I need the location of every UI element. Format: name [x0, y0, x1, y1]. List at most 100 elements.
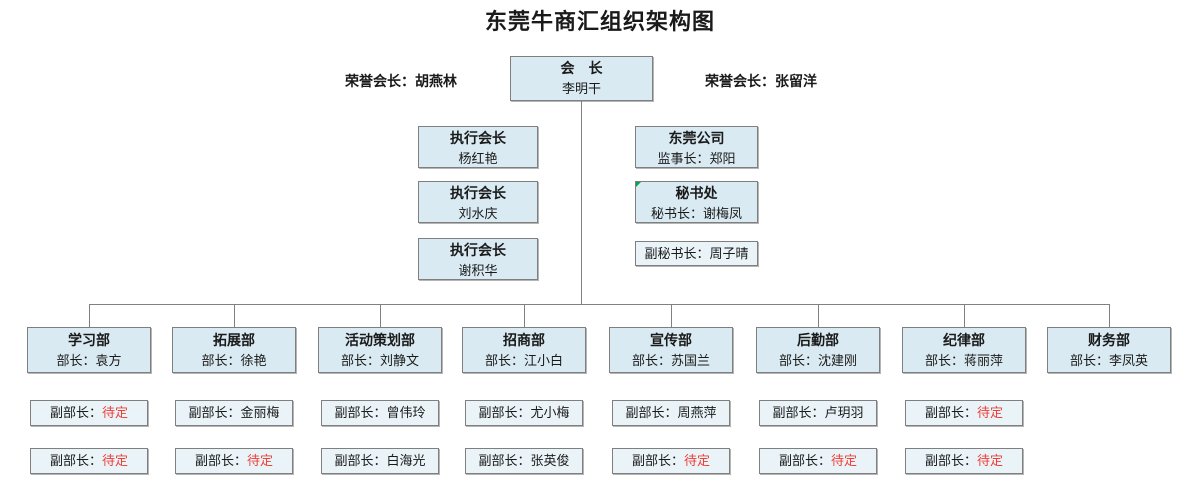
deputy-label: 副部长：	[188, 405, 241, 420]
executive-box-1: 执行会长 杨红艳	[418, 126, 538, 168]
department-head: 部长：袁方	[56, 353, 122, 368]
deputy-box: 副部长：待定	[905, 400, 1023, 426]
connector-stub-6	[818, 304, 819, 327]
deputy-label: 副部长：	[334, 453, 387, 468]
deputy-label: 副部长：	[49, 453, 102, 468]
department-head: 部长：沈建刚	[778, 353, 857, 368]
department-name: 后勤部	[797, 334, 839, 349]
executive-name-1: 杨红艳	[458, 151, 498, 166]
deputy-box: 副部长：尤小梅	[465, 400, 583, 426]
deputy-name: 白海光	[386, 453, 426, 468]
deputy-name: 待定	[977, 405, 1004, 420]
department-column-4: 招商部 部长：江小白 副部长：尤小梅 副部长：张英俊	[462, 327, 586, 491]
connector-stub-8	[1109, 304, 1110, 327]
department-column-5: 宣传部 部长：苏国兰 副部长：周燕萍 副部长：待定	[609, 327, 733, 491]
connector-stub-5	[671, 304, 672, 327]
executive-title-3: 执行会长	[450, 244, 506, 259]
deputy-box: 副部长：待定	[905, 448, 1023, 474]
deputy-box: 副部长：卢玥羽	[759, 400, 877, 426]
deputy-label: 副部长：	[478, 453, 531, 468]
department-head: 部长：蒋丽萍	[924, 353, 1003, 368]
deputy-label: 副部长：	[625, 405, 678, 420]
department-name: 纪律部	[943, 334, 985, 349]
secretariat-chief: 秘书长：谢梅凤	[650, 206, 742, 221]
deputy-label: 副部长：	[631, 453, 684, 468]
department-name: 学习部	[68, 334, 110, 349]
department-box: 活动策划部 部长：刘静文	[318, 327, 442, 373]
department-column-2: 拓展部 部长：徐艳 副部长：金丽梅 副部长：待定	[172, 327, 296, 491]
deputy-label: 副部长：	[334, 405, 387, 420]
deputy-box: 副部长：待定	[175, 448, 293, 474]
department-head: 部长：刘静文	[340, 353, 419, 368]
department-box: 学习部 部长：袁方	[27, 327, 151, 373]
connector-stub-1	[89, 304, 90, 327]
company-box: 东莞公司 监事长：郑阳	[635, 126, 758, 168]
deputy-secretary-box: 副秘书长：周子晴	[635, 241, 758, 266]
connector-department-bus	[89, 304, 1110, 305]
deputy-name: 待定	[102, 405, 129, 420]
honorary-president-left: 荣誉会长：胡燕林	[345, 75, 457, 90]
page-title: 东莞牛商汇组织架构图	[484, 9, 715, 34]
department-head: 部长：李凤英	[1069, 353, 1148, 368]
secretariat-box: 秘书处 秘书长：谢梅凤	[635, 181, 758, 223]
department-box: 宣传部 部长：苏国兰	[609, 327, 733, 373]
department-name: 活动策划部	[345, 334, 415, 349]
deputy-name: 待定	[102, 453, 129, 468]
deputy-name: 待定	[977, 453, 1004, 468]
connector-stub-4	[524, 304, 525, 327]
connector-stub-2	[234, 304, 235, 327]
department-box: 拓展部 部长：徐艳	[172, 327, 296, 373]
executive-box-3: 执行会长 谢积华	[418, 238, 538, 280]
executive-name-3: 谢积华	[458, 263, 498, 278]
deputy-box: 副部长：待定	[30, 448, 148, 474]
executive-name-2: 刘水庆	[458, 206, 498, 221]
secretariat-title: 秘书处	[675, 187, 718, 202]
deputy-secretary-name: 副秘书长：周子晴	[644, 246, 749, 261]
department-column-1: 学习部 部长：袁方 副部长：待定 副部长：待定	[27, 327, 151, 491]
department-head: 部长：江小白	[484, 353, 563, 368]
department-name: 拓展部	[213, 334, 255, 349]
department-head: 部长：徐艳	[201, 353, 267, 368]
deputy-label: 副部长：	[772, 405, 825, 420]
department-name: 宣传部	[650, 334, 692, 349]
deputy-name: 卢玥羽	[824, 405, 864, 420]
connector-stub-7	[964, 304, 965, 327]
note-marker-icon	[636, 182, 641, 187]
deputy-label: 副部长：	[924, 453, 977, 468]
deputy-name: 尤小梅	[530, 405, 570, 420]
deputy-box: 副部长：待定	[612, 448, 730, 474]
deputy-name: 曾伟玲	[386, 405, 426, 420]
deputy-name: 待定	[247, 453, 274, 468]
department-column-6: 后勤部 部长：沈建刚 副部长：卢玥羽 副部长：待定	[756, 327, 880, 491]
department-box: 后勤部 部长：沈建刚	[756, 327, 880, 373]
president-box: 会 长 李明干	[510, 56, 653, 101]
deputy-box: 副部长：待定	[759, 448, 877, 474]
department-column-3: 活动策划部 部长：刘静文 副部长：曾伟玲 副部长：白海光	[318, 327, 442, 491]
deputy-box: 副部长：金丽梅	[175, 400, 293, 426]
deputy-name: 待定	[684, 453, 711, 468]
honorary-president-right: 荣誉会长：张留洋	[705, 75, 817, 90]
deputy-label: 副部长：	[924, 405, 977, 420]
deputy-name: 待定	[831, 453, 858, 468]
department-name: 财务部	[1088, 334, 1130, 349]
deputy-name: 张英俊	[530, 453, 570, 468]
company-title: 东莞公司	[668, 132, 725, 147]
deputy-box: 副部长：白海光	[321, 448, 439, 474]
executive-title-2: 执行会长	[450, 187, 506, 202]
department-name: 招商部	[503, 334, 545, 349]
deputy-box: 副部长：周燕萍	[612, 400, 730, 426]
company-supervisor: 监事长：郑阳	[657, 151, 736, 166]
connector-president-trunk	[581, 100, 582, 304]
deputy-label: 副部长：	[194, 453, 247, 468]
department-box: 招商部 部长：江小白	[462, 327, 586, 373]
department-head: 部长：苏国兰	[631, 353, 710, 368]
department-column-7: 纪律部 部长：蒋丽萍 副部长：待定 副部长：待定	[902, 327, 1026, 491]
department-box: 财务部 部长：李凤英	[1047, 327, 1171, 373]
president-title: 会 长	[560, 62, 603, 77]
deputy-box: 副部长：张英俊	[465, 448, 583, 474]
deputy-name: 周燕萍	[677, 405, 717, 420]
executive-box-2: 执行会长 刘水庆	[418, 181, 538, 223]
deputy-box: 副部长：待定	[30, 400, 148, 426]
department-column-8: 财务部 部长：李凤英	[1047, 327, 1171, 491]
